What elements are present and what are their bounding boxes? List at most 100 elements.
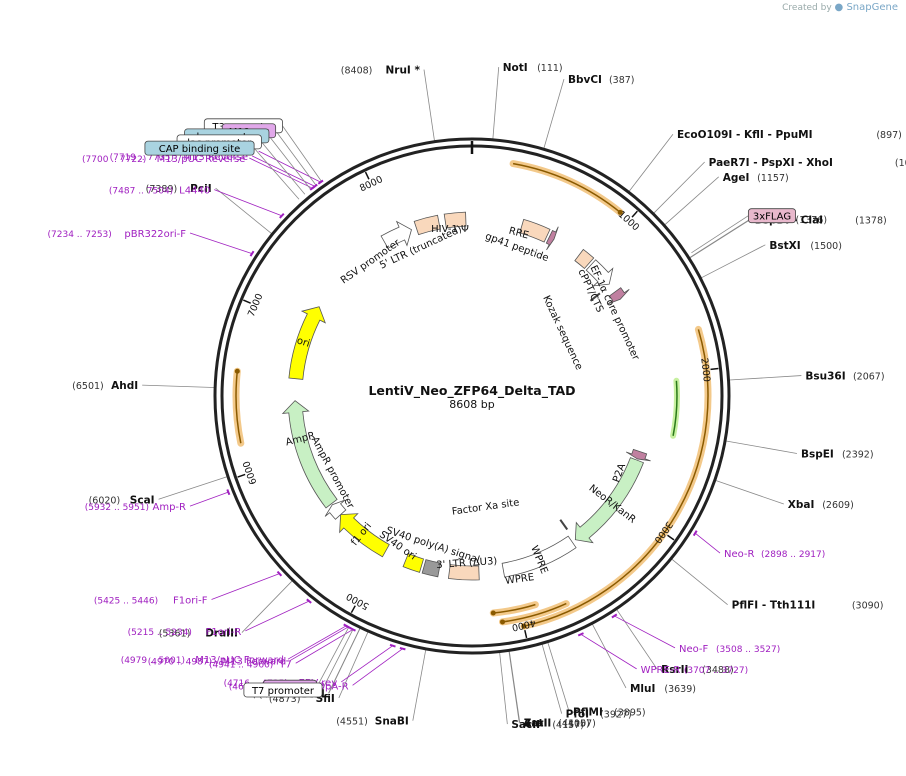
orf-end — [234, 368, 240, 374]
primer-name: T7 — [278, 659, 291, 670]
tick-label: 5000 — [345, 590, 371, 611]
tick-mark — [243, 299, 251, 304]
tick-mark — [237, 473, 246, 478]
p2a-feature — [625, 448, 651, 462]
enzyme-leader — [715, 480, 784, 505]
enzyme-name: MluI — [630, 683, 655, 695]
tick-mark — [350, 605, 356, 614]
enzyme-name: AgeI — [723, 172, 750, 184]
cap-binding-site-box-label: CAP binding site — [159, 144, 241, 155]
enzyme-position: (3639) — [664, 684, 696, 695]
primer-label: M13/pUC Forward(4979 .. 5001) — [121, 655, 284, 666]
enzyme-site: BspEI(2392) — [801, 449, 874, 461]
enzyme-site: BstXI(1500) — [769, 240, 842, 252]
enzyme-leader — [338, 631, 369, 699]
ef-1-core-promoter-feature — [585, 259, 614, 287]
enzyme-name: NruI * — [385, 65, 420, 77]
enzyme-site: ScaI(6020) — [89, 494, 155, 506]
enzyme-name: RsrII — [661, 664, 688, 676]
enzyme-name: ZraI — [524, 718, 548, 730]
enzyme-site: AhdI(6501) — [72, 380, 138, 392]
gp41-peptide-feature — [545, 226, 559, 251]
primer-label: Neo-R(2898 .. 2917) — [724, 549, 825, 560]
enzyme-position: (7389) — [146, 184, 178, 195]
enzyme-name: PaeR7I - PspXI - XhoI — [709, 157, 833, 169]
enzyme-site: PfoI(3927) — [566, 709, 632, 721]
primer-leader — [580, 633, 637, 670]
primer-position: (7487 .. 7504) — [109, 187, 173, 197]
primer-name: F1ori-R — [206, 627, 242, 638]
feature-leader — [691, 215, 749, 254]
primer-position: (4979 .. 5001) — [121, 656, 185, 666]
neor-kanr-feature — [574, 457, 645, 544]
primer-label: T7 (4941 .. 4960) — [209, 659, 292, 670]
primer-leader — [214, 189, 282, 217]
enzyme-name: PflFI - Tth111I — [732, 600, 816, 612]
primer-site — [226, 489, 231, 496]
enzyme-position: (1157) — [757, 173, 789, 184]
enzyme-leader — [664, 176, 719, 225]
ori-label: ori — [295, 335, 311, 349]
orf-end — [617, 209, 623, 215]
enzyme-site: PciI (7389) — [146, 183, 212, 195]
primer-label: M13/pUC Reverse(7700 .. 7722) — [82, 154, 245, 165]
enzyme-leader — [508, 651, 520, 723]
enzyme-leader — [616, 609, 658, 670]
enzyme-site: XbaI(2609) — [788, 499, 854, 511]
enzyme-leader — [241, 580, 293, 633]
ampr-promoter-feature — [324, 499, 347, 520]
tick-mark — [524, 629, 528, 639]
orf-arcs — [232, 160, 712, 630]
enzyme-position: (5361) — [159, 629, 191, 640]
primer-leader — [245, 600, 310, 632]
enzyme-name: BspEI — [801, 449, 834, 461]
enzyme-name: BbvCI — [568, 74, 602, 86]
enzyme-position: (2067) — [853, 372, 885, 383]
primer-label: M13 Reverse(7719 .. 7735) — [110, 152, 248, 163]
feature-leader — [282, 125, 322, 182]
primer-leader — [287, 625, 347, 660]
enzyme-name: PciI — [190, 183, 211, 195]
enzyme-site: MluI (3639) — [630, 683, 696, 695]
primer-position: (7234 .. 7253) — [48, 230, 112, 240]
enzyme-name: DraIII — [205, 628, 238, 640]
orf-line — [235, 371, 242, 444]
kozak-sequence-label: Kozak sequence — [540, 294, 584, 372]
backbone-outer — [213, 137, 731, 655]
enzyme-leader — [653, 161, 705, 214]
enzyme-name: AhdI — [111, 380, 138, 392]
orf-end — [490, 610, 496, 616]
enzyme-site: SacII(4157) — [511, 719, 584, 731]
primer-leader — [614, 615, 676, 649]
primer-name: pBR322ori-F — [124, 229, 186, 240]
primer-name: Amp-R — [153, 502, 187, 513]
feature-leader — [321, 629, 354, 691]
enzyme-site: RsrII (3488) — [661, 664, 734, 676]
enzyme-leader — [328, 628, 361, 694]
enzyme-site: Bsu36I (2067) — [805, 371, 884, 383]
primer-site — [317, 179, 324, 185]
t7-promoter-box — [243, 682, 323, 698]
sv40-ori-feature — [402, 553, 425, 573]
enzyme-name: SacII — [511, 719, 540, 731]
rsv-promoter-feature — [380, 220, 412, 249]
enzyme-position: (111) — [537, 63, 563, 74]
enzyme-position: (3488) — [702, 665, 734, 676]
primer-name: M13 Forward — [222, 656, 287, 667]
feature-leader — [253, 147, 300, 200]
enzyme-name: AatII — [523, 718, 551, 730]
orf-line — [523, 329, 709, 627]
enzyme-name: ScaI — [130, 494, 155, 506]
green-orf-line — [672, 380, 678, 436]
primer-label: pBR322ori-F (7234 .. 7253) — [48, 229, 187, 240]
snapgene-logo: ● SnapGene — [834, 2, 898, 13]
primer-position: (7700 .. 7722) — [82, 155, 146, 165]
feature-leader — [261, 141, 306, 195]
factor-xa-site-mark — [559, 519, 569, 531]
enzyme-position: (2609) — [822, 500, 854, 511]
enzyme-name: Bsu36I — [805, 371, 845, 383]
primer-position: (4941 .. 4960) — [209, 660, 273, 670]
feature-leader — [275, 130, 317, 186]
primer-position: (5425 .. 5446) — [94, 596, 158, 606]
tick-mark — [710, 367, 719, 371]
